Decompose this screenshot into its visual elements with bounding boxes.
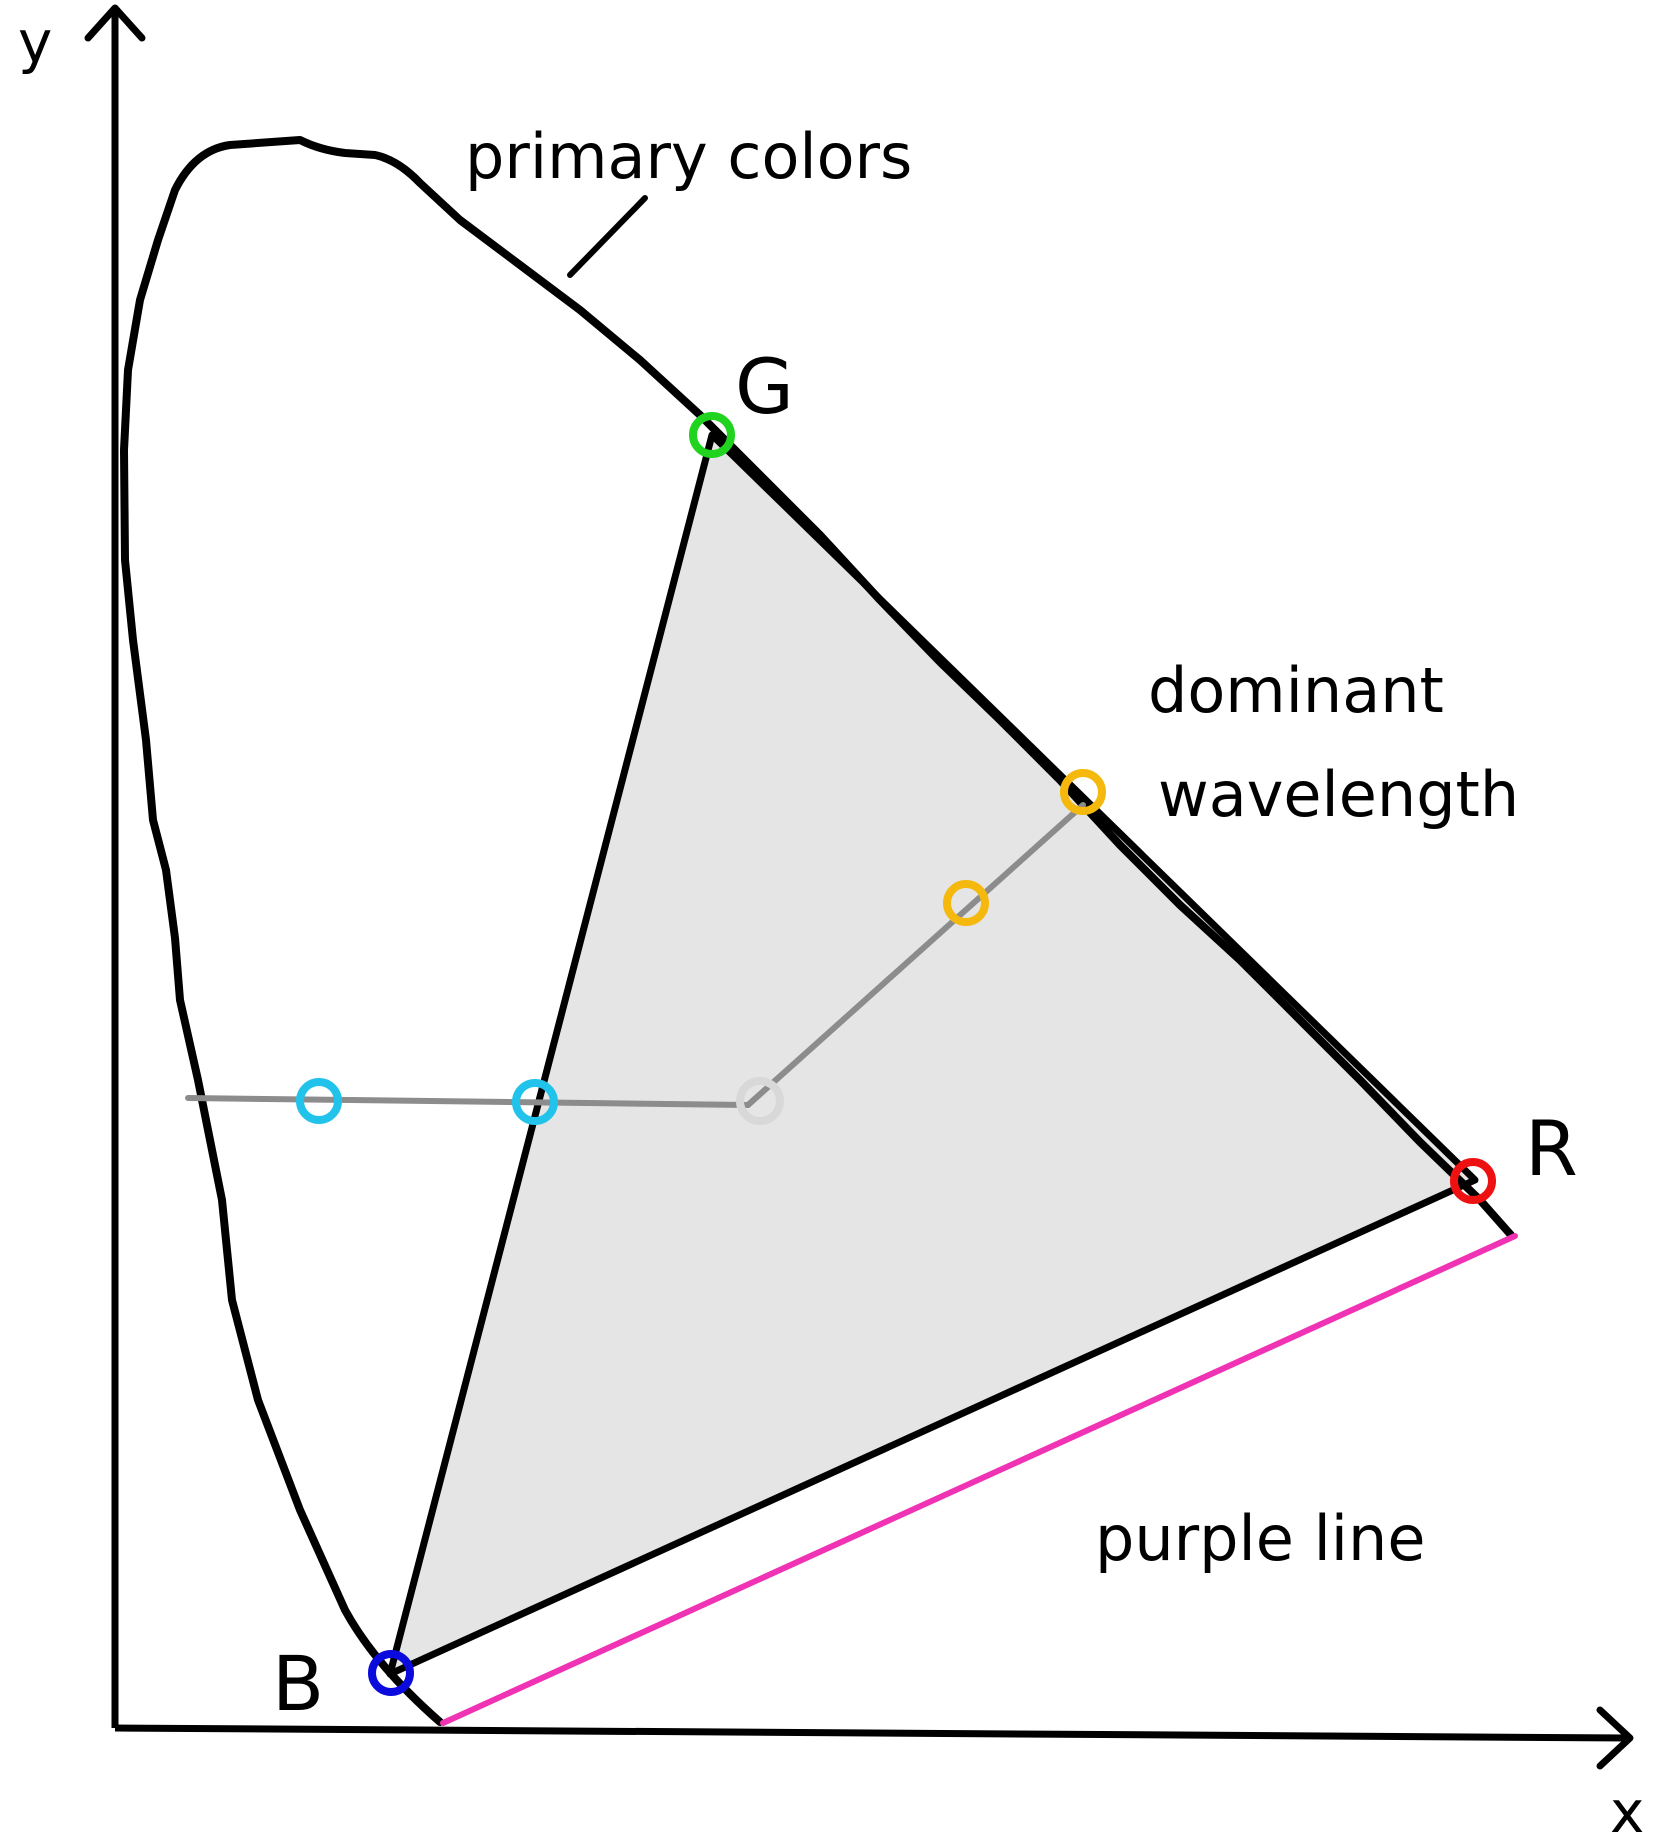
y-axis-label: y [18, 8, 52, 76]
blue-primary-marker [368, 1650, 414, 1696]
blue-label: B [272, 1639, 324, 1728]
cyan-gamut-marker [512, 1079, 558, 1125]
white-point-marker [736, 1077, 784, 1125]
primary-colors-label: primary colors [465, 120, 912, 193]
orange-gamut-marker [943, 880, 989, 926]
red-label: R [1525, 1104, 1578, 1193]
x-axis [114, 1724, 1629, 1742]
x-axis-label: x [1610, 1778, 1644, 1838]
gamut-triangle-fill [390, 435, 1475, 1674]
primary-colors-pointer [567, 195, 648, 278]
complementary-line [185, 1095, 751, 1108]
dominant-wavelength-label-line2: wavelength [1158, 758, 1519, 831]
spectral-locus [120, 136, 1515, 1726]
cyan-locus-marker [296, 1078, 342, 1124]
orange-locus-marker [1060, 769, 1106, 815]
dominant-wavelength-label-line1: dominant [1148, 654, 1444, 727]
red-primary-marker [1450, 1158, 1496, 1204]
purple-line [440, 1233, 1518, 1726]
green-primary-marker [689, 412, 735, 458]
x-axis-arrow [1596, 1706, 1634, 1770]
green-label: G [735, 342, 794, 431]
dominant-wavelength-line [745, 802, 1086, 1108]
y-axis-arrow [84, 4, 146, 42]
purple-line-label: purple line [1095, 1502, 1425, 1575]
